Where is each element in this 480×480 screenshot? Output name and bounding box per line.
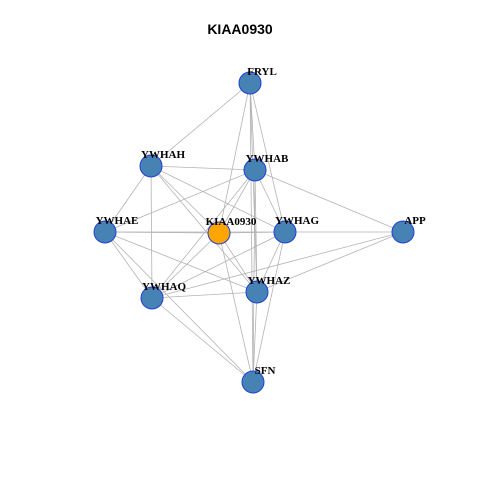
edge-ywhaz-sfn [252,291,258,383]
node-layer [93,71,415,394]
node-ywhag[interactable] [273,220,297,244]
node-ywhaz[interactable] [245,280,269,304]
edge-ywhab-ywhaz [254,169,258,293]
edge-app-ywhaq [151,231,404,299]
edge-ywhaq-sfn [151,297,254,383]
edge-ywhah-ywhaz [150,165,258,293]
node-label-ywhaq: YWHAQ [142,281,186,293]
edge-ywhab-kiaa0930 [218,169,256,234]
node-sfn[interactable] [241,370,265,394]
node-label-kiaa0930: KIAA0930 [206,216,257,228]
edge-kiaa0930-ywhaq [151,232,220,299]
node-kiaa0930[interactable] [207,221,231,245]
edge-ywhah-ywhag [150,165,286,233]
edge-ywhab-app [254,169,404,233]
edge-fryl-ywhag [249,82,286,233]
edge-ywhaq-ywhaz [151,291,258,299]
edge-ywhag-ywhaq [151,231,286,299]
edge-ywhah-kiaa0930 [150,165,220,234]
node-label-ywhab: YWHAB [246,153,289,165]
node-label-ywhaz: YWHAZ [248,275,291,287]
node-app[interactable] [391,220,415,244]
edge-kiaa0930-sfn [218,232,254,383]
edge-layer [104,82,404,383]
node-label-ywhae: YWHAE [96,215,139,227]
edge-ywhab-sfn [252,169,256,383]
edge-app-ywhaz [256,231,404,293]
edge-ywhab-ywhaq [151,169,256,299]
node-label-fryl: FRYL [247,66,277,78]
node-ywhab[interactable] [243,158,267,182]
diagram-title: KIAA0930 [207,21,273,37]
edge-ywhah-ywhae [104,165,152,233]
edge-ywhae-ywhaq [104,231,153,299]
node-label-app: APP [404,215,426,227]
edge-ywhag-sfn [252,231,286,383]
label-layer: KIAA0930 FRYL YWHAH YWHAB YWHAE YWHAG APP YWHAQ… [96,66,426,377]
edge-ywhah-ywhab [150,165,256,171]
node-label-sfn: SFN [255,365,276,377]
node-ywhaq[interactable] [140,286,164,310]
node-ywhae[interactable] [93,220,117,244]
edge-ywhab-ywhae [104,169,256,233]
edge-kiaa0930-ywhaz [218,232,258,293]
edge-ywhae-ywhaz [104,231,258,293]
edge-fryl-ywhah [150,82,251,167]
node-label-ywhag: YWHAG [275,215,319,227]
node-label-ywhah: YWHAH [141,149,185,161]
edge-fryl-ywhaz [249,82,258,293]
node-fryl[interactable] [238,71,262,95]
node-ywhah[interactable] [139,154,163,178]
edge-ywhae-sfn [104,231,254,383]
